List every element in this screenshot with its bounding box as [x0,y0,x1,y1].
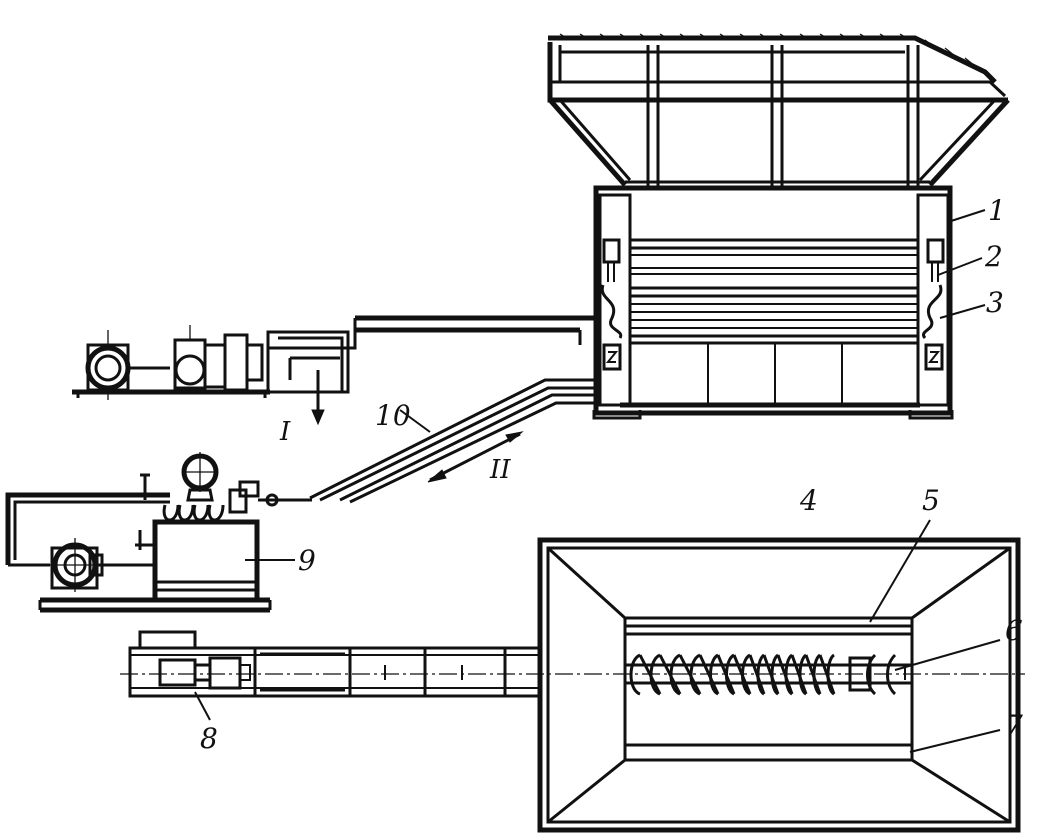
label-1: 1 [988,194,1006,227]
inclined-pipe [309,378,596,504]
label-10: 10 [375,399,411,432]
label-8: 8 [200,722,218,755]
flow-label-II: II [489,455,511,485]
label-4: 4 [799,484,818,517]
press-body [592,185,954,420]
screw-drive [120,630,1025,721]
leaders-4-7 [869,519,1001,753]
label-6: 6 [1005,614,1023,647]
flow-label-I: I [279,417,291,447]
hopper-frame [547,33,1010,190]
bin [537,537,1021,833]
drive-unit [72,315,600,426]
label-9: 9 [298,544,316,577]
leaders-1-3 [937,209,986,319]
label-5: 5 [922,484,940,517]
hydraulic-station [5,452,312,613]
label-2: 2 [984,240,1003,273]
label-7: 7 [1005,709,1023,742]
label-3: 3 [986,286,1004,319]
